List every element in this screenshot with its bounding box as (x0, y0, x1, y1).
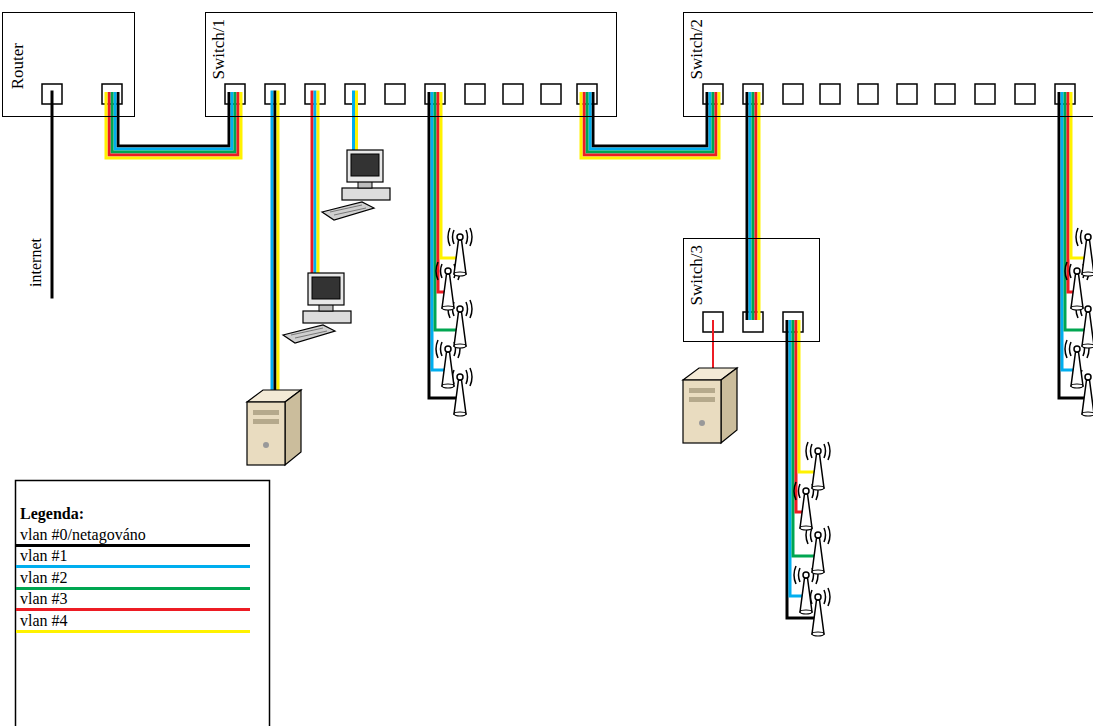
legend-swatch (16, 630, 250, 633)
trunk-wire (746, 92, 749, 320)
port (935, 84, 955, 104)
trunk-wire (584, 92, 716, 155)
server-icon (247, 390, 301, 465)
computer-icon (283, 273, 351, 343)
antenna-icon (448, 228, 472, 276)
trunk-wire (590, 92, 710, 149)
cable (311, 92, 314, 300)
device-label: Switch/2 (688, 19, 705, 79)
router-box: Router (2, 12, 135, 117)
legend-swatch (16, 608, 250, 611)
port (820, 84, 840, 104)
legend-heading: Legenda: (20, 505, 84, 523)
cable (271, 92, 274, 402)
switch-box: Switch/1 (205, 12, 617, 117)
cable (274, 92, 277, 402)
port (385, 84, 405, 104)
trunk-wire (587, 92, 713, 152)
legend-text: vlan #2 (20, 569, 68, 587)
computer-icon (322, 150, 390, 220)
trunk-wire (749, 92, 752, 320)
trunk-cable (581, 92, 719, 158)
switch-box: Switch/3 (683, 238, 820, 342)
trunk-wire (112, 92, 235, 152)
trunk-wire (581, 92, 719, 158)
trunk-wire (755, 92, 758, 320)
port (975, 84, 995, 104)
legend-box (16, 481, 270, 726)
trunk-wire (106, 92, 241, 158)
cable (317, 92, 320, 300)
antenna-icon (806, 442, 830, 490)
cable (435, 92, 460, 330)
port (783, 84, 803, 104)
device-label: Router (9, 43, 26, 89)
port (897, 84, 917, 104)
trunk-wire (109, 92, 238, 155)
legend-swatch (16, 565, 250, 568)
internet-cable (51, 92, 54, 297)
port (1015, 84, 1035, 104)
legend-swatch (16, 587, 250, 590)
trunk-wire (758, 92, 761, 320)
port (465, 84, 485, 104)
device-label: Switch/1 (210, 19, 227, 79)
port (858, 84, 878, 104)
switch-box: Switch/2 (683, 12, 1093, 117)
legend-swatch (16, 544, 250, 547)
legend-text: vlan #0/netagováno (20, 526, 146, 544)
antenna-icon (806, 526, 830, 574)
trunk-wire (752, 92, 755, 320)
antenna-icon (1076, 228, 1093, 276)
trunk-wire (115, 92, 232, 149)
cable (429, 92, 460, 398)
cable (1059, 92, 1088, 398)
cable (793, 320, 818, 556)
trunk-cable (106, 92, 241, 158)
cable (277, 92, 280, 402)
trunk-wire (593, 92, 707, 146)
internet-label: internet (28, 238, 44, 287)
legend-text: vlan #4 (20, 612, 68, 630)
port (503, 84, 523, 104)
device-label: Switch/3 (688, 245, 705, 305)
port (541, 84, 561, 104)
trunk-cable (747, 92, 759, 320)
cable (1065, 92, 1088, 330)
legend-text: vlan #1 (20, 547, 68, 565)
legend-text: vlan #3 (20, 590, 68, 608)
server-icon (683, 368, 737, 443)
cable (314, 92, 317, 300)
